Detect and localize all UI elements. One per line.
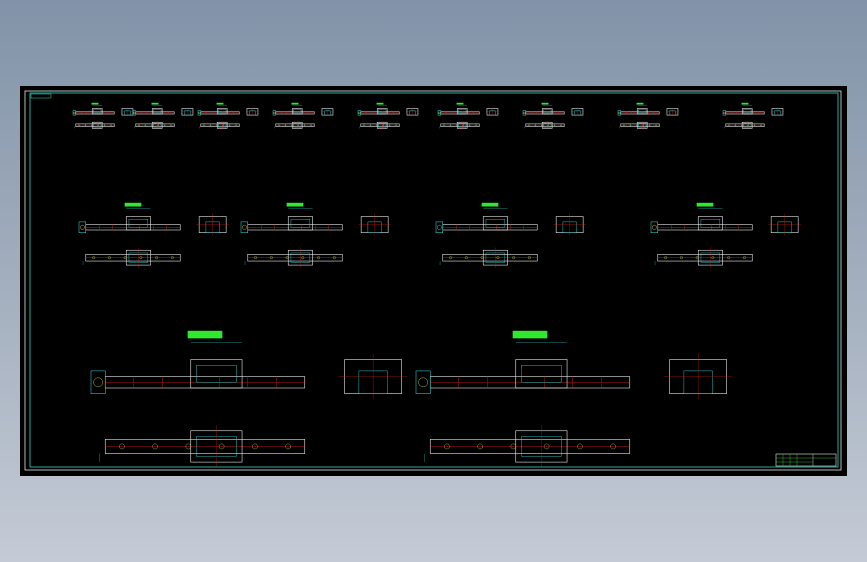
rail-drawing-small-7-title-mark xyxy=(541,102,549,105)
drawing-inner-frame xyxy=(29,92,839,468)
rail-drawing-small-4 xyxy=(272,102,335,130)
rail-drawing-small-2-title-mark xyxy=(151,102,159,105)
rail-drawing-small-9 xyxy=(722,102,785,130)
cad-drawing-viewport[interactable] xyxy=(20,86,847,476)
rail-drawing-small-6 xyxy=(437,102,500,130)
rail-drawing-small-1-title-mark xyxy=(91,102,99,105)
rail-drawing-medium-2-title-mark xyxy=(286,202,304,207)
rail-drawing-medium-4 xyxy=(650,202,801,268)
rail-drawing-small-2 xyxy=(132,102,195,130)
rail-drawing-small-3 xyxy=(197,102,260,130)
rail-drawing-small-9-title-mark xyxy=(741,102,749,105)
rail-drawing-small-5 xyxy=(357,102,420,130)
drawing-outer-frame xyxy=(24,90,842,471)
rail-drawing-medium-3 xyxy=(435,202,586,268)
rail-drawing-medium-2 xyxy=(240,202,391,268)
title-block xyxy=(775,453,837,467)
rail-drawing-small-8 xyxy=(617,102,680,130)
rail-drawing-medium-4-title-mark xyxy=(696,202,714,207)
rail-drawing-small-4-title-mark xyxy=(291,102,299,105)
cad-drawing-canvas xyxy=(24,90,842,471)
rail-drawing-large-2-title-mark xyxy=(512,330,548,339)
rail-drawing-small-5-title-mark xyxy=(376,102,384,105)
rail-drawing-small-7 xyxy=(522,102,585,130)
rail-drawing-small-6-title-mark xyxy=(456,102,464,105)
rail-drawing-small-8-title-mark xyxy=(636,102,644,105)
rail-drawing-medium-1-title-mark xyxy=(124,202,142,207)
rail-drawing-small-1 xyxy=(72,102,135,130)
rail-drawing-large-2 xyxy=(415,330,733,468)
rail-drawing-large-1 xyxy=(90,330,408,468)
rail-drawing-medium-3-title-mark xyxy=(481,202,499,207)
rail-drawings-layer xyxy=(72,102,801,468)
corner-tag xyxy=(30,93,52,99)
rail-drawing-small-3-title-mark xyxy=(216,102,224,105)
rail-drawing-medium-1 xyxy=(78,202,229,268)
rail-drawing-large-1-title-mark xyxy=(187,330,223,339)
